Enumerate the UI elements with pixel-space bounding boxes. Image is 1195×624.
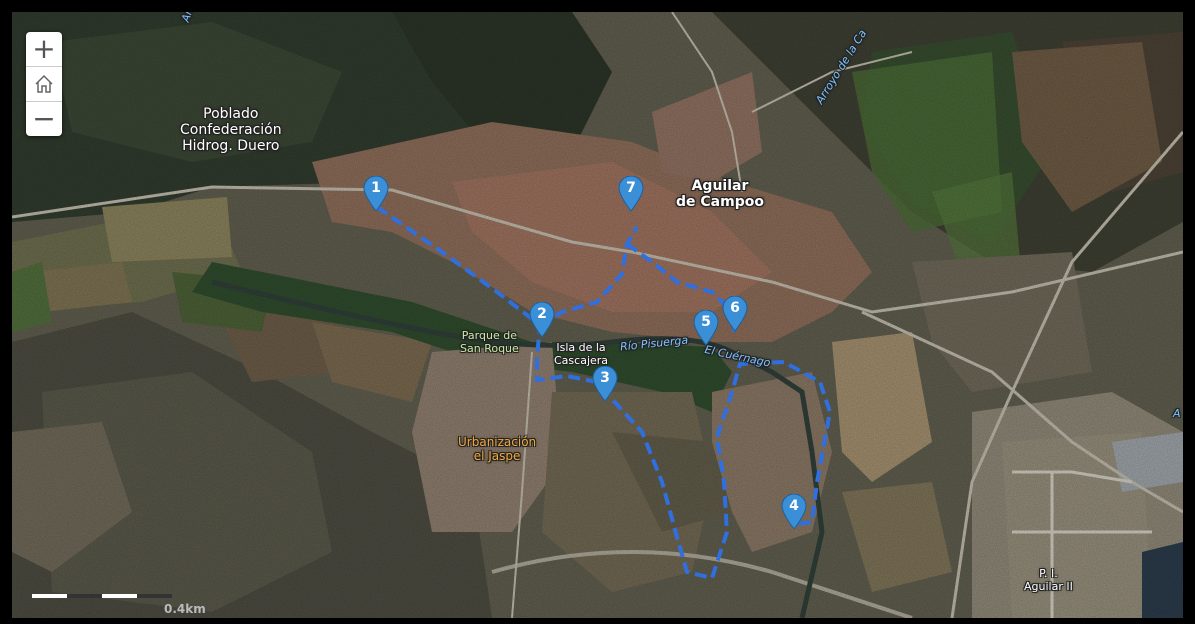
satellite-map[interactable]: + − Arroyo Arroyo de la Ca Poblado Confe…	[12, 12, 1183, 618]
marker-number: 6	[730, 300, 740, 316]
marker-7[interactable]: 7	[618, 176, 644, 212]
parque-label: Parque de San Roque	[460, 329, 519, 355]
marker-5[interactable]: 5	[693, 310, 719, 346]
map-pin-icon	[722, 296, 748, 332]
map-pin-icon	[363, 176, 389, 212]
scale-label: 0.4km	[164, 602, 206, 616]
marker-number: 7	[626, 180, 636, 196]
zoom-out-button[interactable]: −	[32, 102, 56, 135]
pi-label: P. I. Aguilar II	[1024, 567, 1073, 593]
satellite-imagery	[12, 12, 1183, 618]
isla-label: Isla de la Cascajera	[554, 341, 609, 367]
home-button[interactable]	[26, 67, 62, 102]
zoom-controls: + −	[26, 32, 62, 136]
home-icon	[35, 74, 53, 93]
marker-1[interactable]: 1	[363, 176, 389, 212]
zoom-in-button[interactable]: +	[26, 32, 62, 67]
scale-bar	[32, 594, 172, 598]
marker-4[interactable]: 4	[781, 494, 807, 530]
urbanizacion-label: Urbanización el Jaspe	[458, 435, 537, 463]
marker-number: 1	[371, 180, 381, 196]
aguilar-label: Aguilar de Campoo	[676, 178, 764, 211]
marker-number: 2	[537, 306, 547, 322]
marker-number: 4	[789, 498, 799, 514]
marker-number: 3	[600, 370, 610, 386]
map-pin-icon	[592, 366, 618, 402]
map-pin-icon	[693, 310, 719, 346]
marker-6[interactable]: 6	[722, 296, 748, 332]
marker-number: 5	[701, 314, 711, 330]
poblado-label: Poblado Confederación Hidrog. Duero	[180, 106, 282, 155]
map-pin-icon	[781, 494, 807, 530]
edge-label: A	[1173, 407, 1181, 420]
marker-3[interactable]: 3	[592, 366, 618, 402]
marker-2[interactable]: 2	[529, 302, 555, 338]
map-pin-icon	[618, 176, 644, 212]
map-pin-icon	[529, 302, 555, 338]
